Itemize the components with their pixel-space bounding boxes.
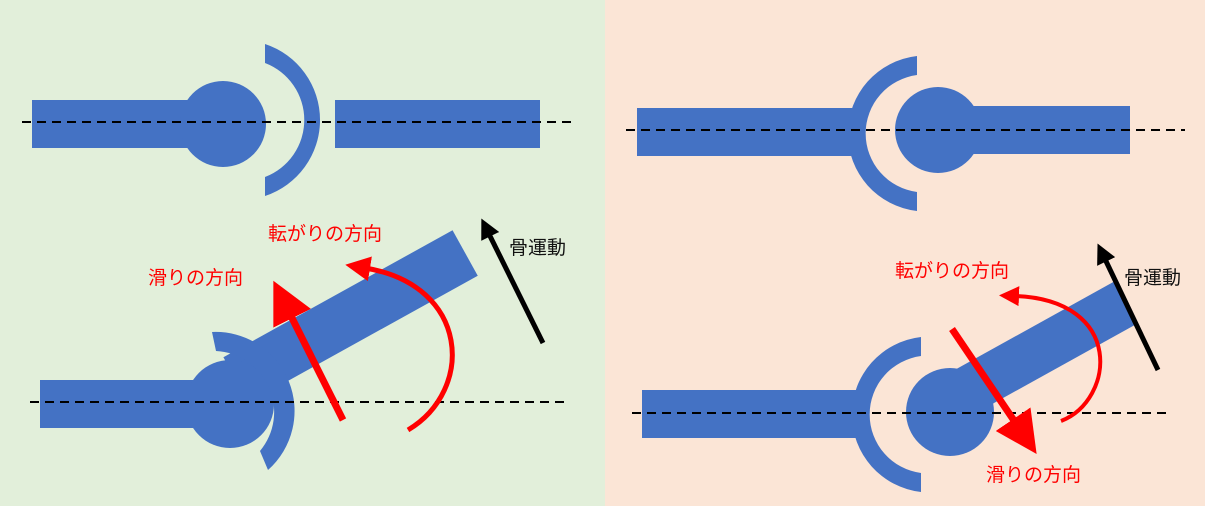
concave-socket: [847, 56, 917, 211]
bone-motion-label: 骨運動: [509, 237, 566, 259]
sliding-arrow: [273, 280, 347, 422]
bone-motion-arrow: [1097, 243, 1161, 372]
right-top-joint: [626, 56, 1185, 211]
convex-bone-head: [186, 360, 274, 448]
bone-shaft-right: [335, 100, 540, 148]
sliding-direction-label: 滑りの方向: [148, 267, 243, 289]
sliding-arrow: [949, 327, 1037, 454]
concave-socket: [265, 44, 321, 196]
rolling-arrow: [999, 286, 1103, 423]
rolling-arrow: [345, 256, 455, 433]
moving-bone-shaft: [223, 230, 478, 403]
bone-motion-arrow: [481, 218, 546, 345]
right-bottom-joint: 転がりの方向 滑りの方向 骨運動: [632, 243, 1181, 492]
bone-shaft-left: [637, 108, 859, 156]
rolling-direction-label: 転がりの方向: [895, 260, 1009, 282]
bone-motion-label: 骨運動: [1124, 267, 1181, 289]
left-bottom-joint: 転がりの方向 滑りの方向 骨運動: [30, 218, 566, 470]
concave-socket: [212, 331, 295, 470]
convex-bone-head: [180, 81, 266, 167]
left-top-joint: [22, 44, 572, 196]
rolling-direction-label: 転がりの方向: [268, 223, 382, 245]
sliding-direction-label: 滑りの方向: [986, 464, 1081, 486]
concave-socket: [851, 337, 921, 492]
